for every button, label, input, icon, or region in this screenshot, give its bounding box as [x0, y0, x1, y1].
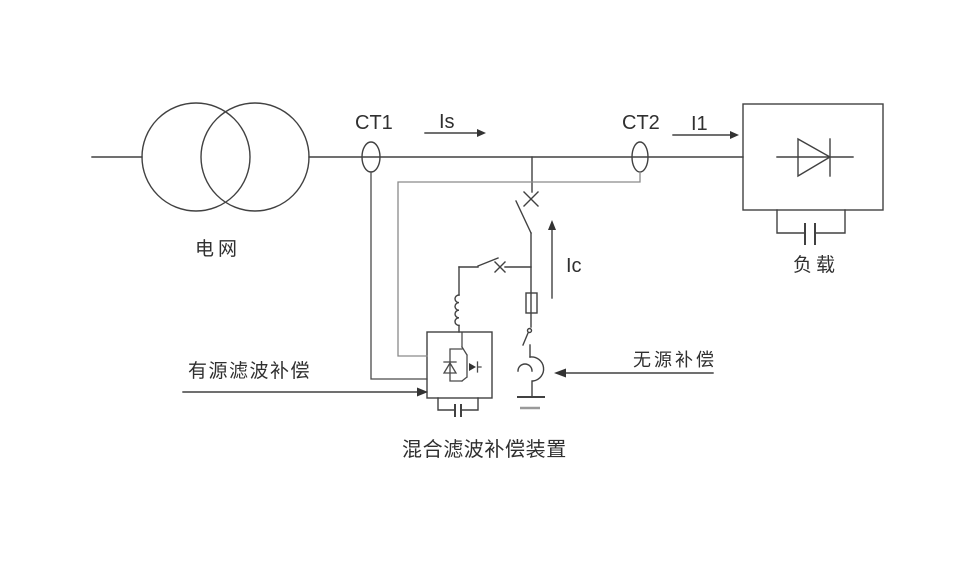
- reactor-hump-icon: [517, 363, 533, 372]
- load-diode-icon: [797, 137, 832, 178]
- passive-comp-label: 无源补偿: [633, 350, 717, 370]
- diagram-title: 混合滤波补偿装置: [402, 438, 567, 461]
- ic-arrow-head-icon: [548, 220, 556, 230]
- switch3-contact-x-icon: [494, 261, 506, 273]
- switch2-blade-icon: [522, 332, 529, 346]
- ct2-label: CT2: [622, 112, 660, 134]
- load-box: [742, 103, 884, 211]
- breaker-blade-icon: [515, 200, 532, 234]
- inductor-icon: [454, 294, 460, 327]
- grid-label: 电网: [195, 238, 241, 260]
- reactor-loop-icon: [529, 356, 545, 382]
- is-label: Is: [439, 111, 455, 133]
- breaker-contact-x-icon: [523, 191, 539, 207]
- filter-capacitor-wires: [437, 397, 479, 411]
- ic-label: Ic: [566, 255, 582, 277]
- switch3-blade-icon: [477, 257, 499, 267]
- active-comp-arrow-head-icon: [417, 387, 428, 397]
- load-capacitor-icon: [804, 223, 816, 245]
- active-comp-label: 有源滤波补偿: [188, 360, 311, 382]
- active-filter-box: [426, 331, 493, 399]
- passive-comp-arrow-head-icon: [554, 368, 566, 378]
- i1-label: I1: [691, 113, 708, 135]
- ct1-label: CT1: [355, 112, 393, 134]
- load-capacitor-wires: [776, 209, 846, 234]
- ct1-signal-wire: [370, 171, 428, 380]
- transformer-circle-right: [200, 102, 310, 212]
- load-label: 负载: [793, 254, 839, 276]
- switch2-pivot-icon: [526, 327, 533, 334]
- fuse-icon: [525, 292, 538, 314]
- transformer-circle-left: [141, 102, 251, 212]
- igbt-icon: [442, 332, 482, 382]
- i1-arrow-head-icon: [730, 131, 739, 139]
- is-arrow-head-icon: [477, 129, 486, 137]
- ct2-signal-wire: [397, 171, 641, 357]
- filter-capacitor-icon: [454, 404, 462, 417]
